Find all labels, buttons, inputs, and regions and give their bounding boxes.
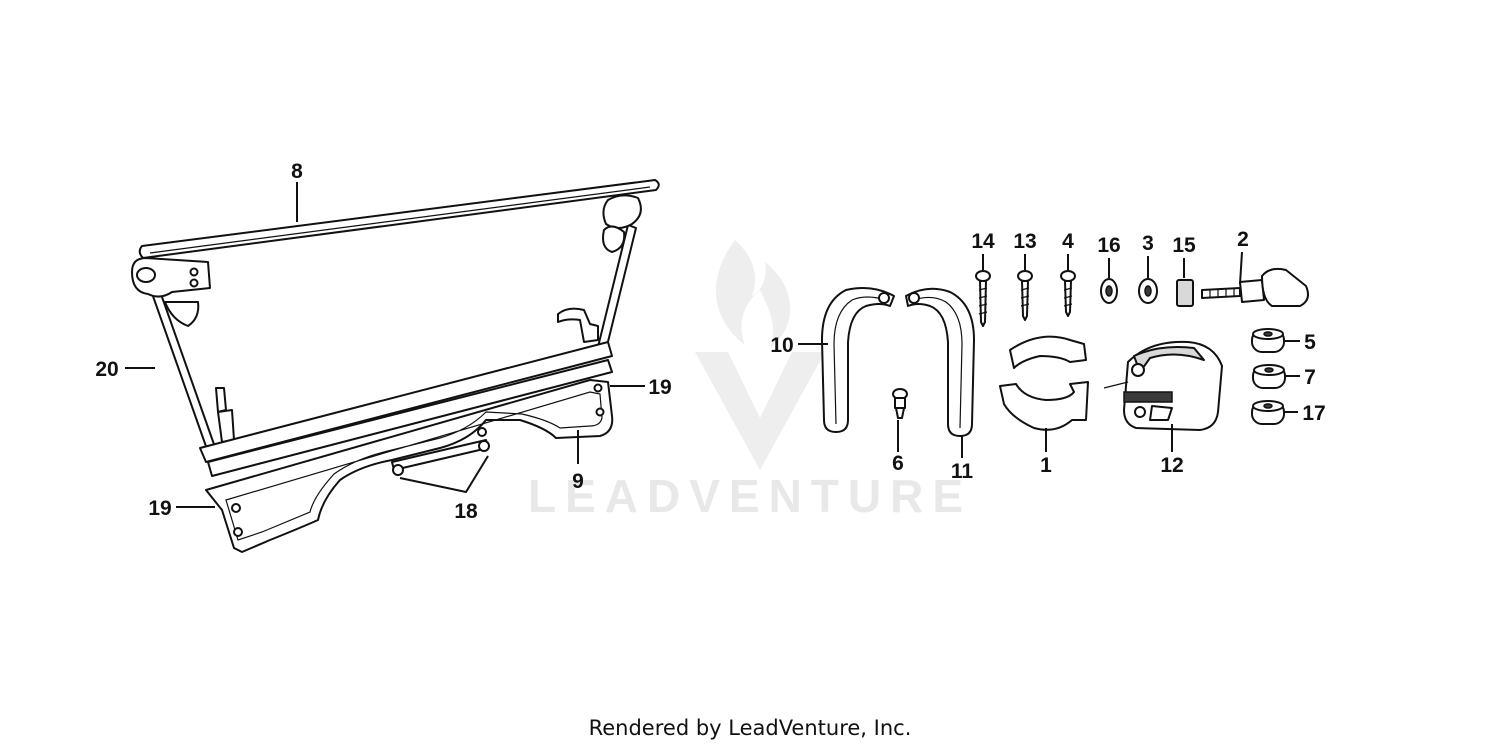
part-16-washer <box>1100 278 1118 304</box>
callout-16: 16 <box>1097 234 1120 257</box>
part-2-knob-bolt <box>1201 267 1309 307</box>
callout-7: 7 <box>1304 366 1316 389</box>
callout-8: 8 <box>291 160 303 183</box>
callout-10: 10 <box>770 334 793 357</box>
part-13-screw <box>1017 270 1033 321</box>
callout-6: 6 <box>892 452 904 475</box>
callout-11: 11 <box>951 460 974 483</box>
callout-labels: 8 20 19 9 19 18 10 6 11 1 12 14 13 4 16 … <box>95 160 1325 523</box>
part-17-bushing <box>1251 400 1285 425</box>
part-4-screw <box>1060 270 1076 317</box>
callout-19-right: 19 <box>648 376 671 399</box>
callout-12: 12 <box>1160 454 1183 477</box>
callout-18: 18 <box>454 500 478 523</box>
callout-2: 2 <box>1237 228 1249 251</box>
part-11-right-seal <box>905 287 975 437</box>
callout-19-left: 19 <box>148 497 171 520</box>
callout-13: 13 <box>1013 230 1036 253</box>
part-15-spacer <box>1176 279 1194 307</box>
callout-3: 3 <box>1142 232 1154 255</box>
callout-1: 1 <box>1040 454 1052 477</box>
part-3-washer <box>1138 278 1158 304</box>
part-14-screw <box>975 270 991 327</box>
callout-5: 5 <box>1304 331 1316 354</box>
part-9-lower-trim-panel <box>199 341 614 553</box>
part-18-hinge-rod <box>391 427 490 476</box>
watermark-text: LEADVENTURE <box>528 470 972 522</box>
leader-lines <box>125 182 1300 508</box>
footer-credit: Rendered by LeadVenture, Inc. <box>588 716 912 740</box>
part-8-top-rail <box>138 179 660 259</box>
part-5-bushing <box>1251 328 1285 353</box>
part-6-push-rivet <box>892 388 908 419</box>
callout-20: 20 <box>95 358 118 381</box>
watermark-logo <box>695 240 825 470</box>
part-10-left-seal <box>821 287 895 433</box>
callout-17: 17 <box>1302 402 1325 425</box>
callout-15: 15 <box>1172 234 1196 257</box>
part-7-bushing <box>1252 364 1286 389</box>
callout-4: 4 <box>1062 230 1074 253</box>
callout-14: 14 <box>971 230 995 253</box>
part-20-frame-struts <box>131 194 642 453</box>
part-12-housing <box>1103 340 1223 431</box>
part-1-clamp <box>999 335 1089 431</box>
callout-9: 9 <box>572 470 584 493</box>
